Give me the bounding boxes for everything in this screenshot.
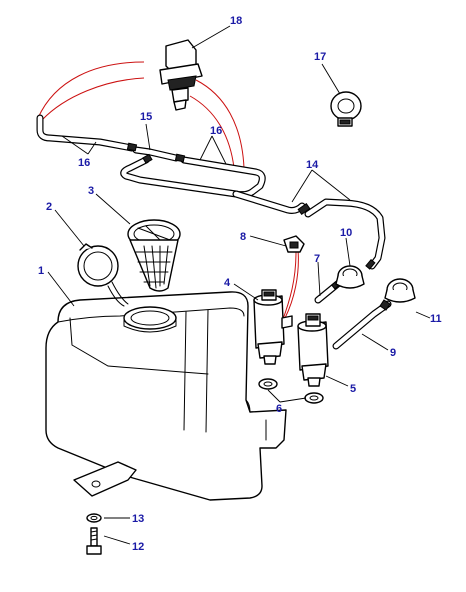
callout-1: 1	[38, 265, 44, 277]
part-4-washer-pump	[253, 289, 293, 365]
callout-4: 4	[224, 277, 231, 289]
callout-17: 17	[314, 51, 326, 63]
callout-8: 8	[240, 231, 246, 243]
red-highlight-lines	[37, 61, 299, 323]
hose-9	[332, 300, 392, 350]
part-2-filler-cap	[77, 243, 129, 307]
callout-11: 11	[430, 313, 442, 325]
part-5-washer-pump	[297, 313, 329, 387]
part-17-grommet	[330, 91, 362, 127]
callout-16-left: 16	[78, 157, 90, 169]
callout-14: 14	[306, 159, 319, 171]
callout-7: 7	[314, 253, 320, 265]
callout-16-right: 16	[210, 125, 222, 137]
part-10-non-return-valve	[335, 265, 365, 289]
leader-lines	[47, 25, 431, 545]
hose-15	[132, 146, 180, 162]
part-18-washer-jet	[159, 39, 203, 111]
callout-15: 15	[140, 111, 152, 123]
part-12-bolt	[86, 527, 102, 555]
callout-2: 2	[46, 201, 52, 213]
part-8-hose-clip	[283, 235, 305, 253]
callout-12: 12	[132, 541, 144, 553]
part-6-sealing-washers	[258, 378, 324, 404]
part-11-non-return-valve	[379, 278, 416, 311]
callout-10: 10	[340, 227, 352, 239]
callout-18: 18	[230, 15, 242, 27]
hose-16-right	[120, 156, 266, 199]
callout-6: 6	[276, 403, 282, 415]
hose-14	[232, 190, 386, 270]
hose-connectors	[126, 142, 376, 290]
callout-labels: 18 17 15 16 16 14 3 2 8 10 1 7 4 11 9 5 …	[38, 15, 442, 553]
callout-3: 3	[88, 185, 94, 197]
callout-13: 13	[132, 513, 144, 525]
part-1-reservoir-tank	[45, 291, 287, 501]
part-3-filter-strainer	[127, 219, 181, 292]
hose-16-left	[36, 114, 136, 152]
callout-5: 5	[350, 383, 356, 395]
part-13-washer	[86, 513, 102, 523]
callout-9: 9	[390, 347, 396, 359]
